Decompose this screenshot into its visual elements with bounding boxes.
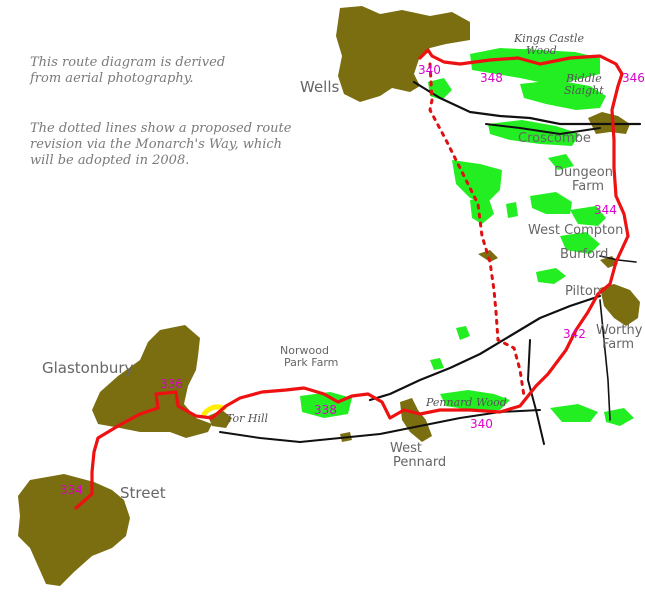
- biddle-slaight-wood: [520, 80, 606, 110]
- mileposts: 334 336 338 340 342 344 346 348 340: [60, 63, 645, 497]
- woodland-block: [300, 392, 352, 418]
- proposed-route-note: The dotted lines show a proposed route r…: [30, 121, 300, 169]
- dungeon-wood: [452, 160, 502, 204]
- woodland-block: [530, 192, 572, 214]
- label-biddle: Biddle: [565, 72, 602, 85]
- woodland-block: [560, 232, 600, 254]
- diagram-note: This route diagram is derived from aeria…: [30, 55, 290, 87]
- glastonbury-area: [92, 325, 212, 438]
- label-street: Street: [120, 484, 166, 502]
- proposed-route-line: [428, 62, 526, 398]
- label-pilton: Pilton: [565, 284, 601, 299]
- label-kings-castle-wood: Wood: [526, 44, 557, 57]
- wells-area: [336, 6, 470, 102]
- woodland-block: [456, 326, 470, 340]
- woodland-block: [536, 268, 566, 284]
- milepost-334: 334: [60, 483, 83, 497]
- milepost-336: 336: [160, 377, 183, 391]
- label-croscombe: Croscombe: [518, 131, 591, 146]
- woodland-block: [550, 404, 598, 422]
- label-worthy: Worthy: [596, 323, 643, 338]
- label-slaight: Slaight: [564, 84, 604, 97]
- milepost-346: 346: [622, 71, 645, 85]
- label-pennard: Pennard: [393, 455, 446, 470]
- woodland-block: [570, 206, 606, 226]
- road-west-pennard: [219, 409, 541, 443]
- milepost-344: 344: [594, 203, 617, 217]
- place-labels: Wells Glastonbury Street Croscombe Dunge…: [42, 32, 643, 502]
- woodland-block: [430, 358, 444, 370]
- roads: [219, 80, 642, 445]
- proposed-route: [428, 62, 526, 398]
- road-wells-croscombe: [412, 80, 642, 126]
- road-pennard-south: [527, 339, 545, 445]
- note-line: revision via the Monarch's Way, which: [30, 137, 283, 152]
- woodland-block: [506, 202, 518, 218]
- label-park-farm: Park Farm: [284, 356, 338, 369]
- label-burford: Burford: [560, 247, 608, 262]
- label-worthy-farm: Farm: [602, 337, 634, 352]
- label-west-compton: West Compton: [528, 223, 623, 238]
- note-line: This route diagram is derived: [30, 55, 226, 70]
- label-glastonbury: Glastonbury: [42, 359, 134, 377]
- road-croscombe-branch: [485, 123, 601, 135]
- pilton-area: [600, 284, 640, 326]
- woodland-block: [470, 196, 494, 224]
- milepost-340-wells: 340: [418, 63, 441, 77]
- label-wells: Wells: [300, 78, 340, 96]
- main-route: [74, 48, 630, 510]
- main-route-line: [74, 48, 630, 510]
- label-norwood: Norwood: [280, 344, 329, 357]
- milepost-340-south: 340: [470, 417, 493, 431]
- label-tor-hill: Tor Hill: [226, 412, 268, 425]
- milepost-338: 338: [314, 403, 337, 417]
- street-area: [18, 474, 130, 586]
- label-west: West: [390, 441, 422, 456]
- label-pennard-wood: Pennard Wood: [425, 396, 507, 409]
- label-dungeon-farm: Farm: [572, 179, 604, 194]
- road-pilton-glastonbury: [368, 294, 602, 402]
- milepost-348: 348: [480, 71, 503, 85]
- label-dungeon: Dungeon: [554, 165, 613, 180]
- milepost-342: 342: [563, 327, 586, 341]
- note-line: The dotted lines show a proposed route: [30, 121, 292, 136]
- note-line: will be adopted in 2008.: [30, 153, 190, 168]
- woodland-block: [604, 408, 634, 426]
- note-line: from aerial photography.: [30, 71, 194, 86]
- west-pennard-area: [400, 398, 432, 442]
- pennard-wood: [440, 390, 510, 410]
- woodland-block: [548, 154, 574, 170]
- small-settlement: [478, 250, 498, 262]
- label-kings-castle: Kings Castle: [513, 32, 585, 45]
- road-worthy-south: [599, 299, 611, 421]
